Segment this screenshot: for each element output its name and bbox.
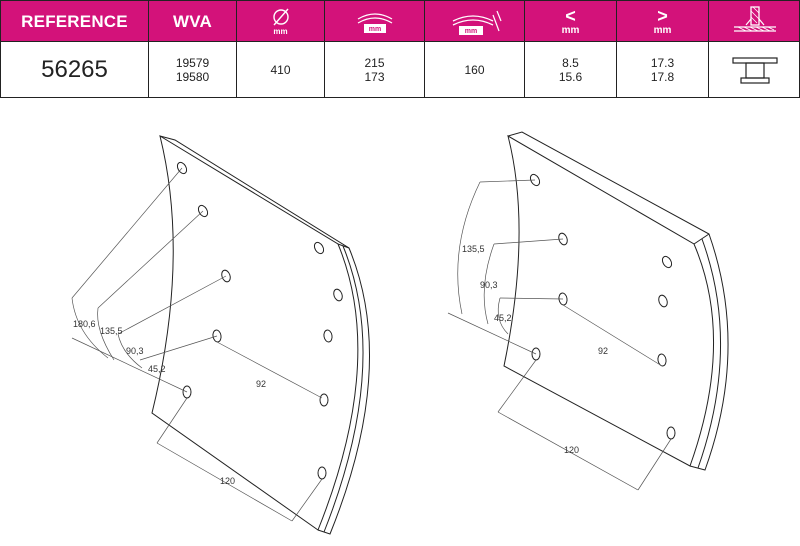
- table-header: REFERENCE WVA mm mm: [0, 0, 800, 43]
- table-row: 56265 19579 19580 410 215 173 160 8.5 15…: [0, 42, 800, 98]
- cell-width: 215 173: [325, 42, 425, 97]
- cell-wva: 19579 19580: [149, 42, 237, 97]
- right-dim-120: 120: [564, 445, 579, 455]
- max-unit: mm: [653, 25, 672, 36]
- min-value-1: 8.5: [562, 55, 579, 70]
- diameter-icon: [272, 8, 289, 26]
- cell-arc: 160: [425, 42, 525, 97]
- technical-drawing: 180,6 135,5 90,3 45,2 92 120 135,5 90,3 …: [71, 131, 729, 535]
- right-brake-lining-drawing: [447, 131, 729, 491]
- right-lining-edge-inner: [697, 238, 721, 469]
- rivet-type-icon: [732, 56, 778, 84]
- arc-length-icon: mm: [452, 10, 502, 35]
- greater-than-icon: >: [657, 6, 668, 26]
- header-arc: mm: [425, 1, 525, 43]
- left-lining-edge-inner: [323, 245, 364, 533]
- left-lining-face: [151, 134, 359, 531]
- diameter-unit: mm: [273, 27, 288, 36]
- left-dim-45-2: 45,2: [148, 364, 166, 374]
- max-value-2: 17.8: [650, 69, 675, 84]
- header-rivet: [709, 1, 800, 43]
- reference-value: 56265: [41, 55, 108, 83]
- width-unit: mm: [368, 26, 380, 33]
- right-rivet-holes: [529, 173, 676, 440]
- header-wva: WVA: [149, 1, 237, 43]
- cell-diameter: 410: [237, 42, 325, 97]
- right-dim-92: 92: [598, 346, 608, 356]
- left-dim-120: 120: [220, 476, 235, 486]
- right-dimension-lines: [447, 179, 672, 491]
- left-dim-135-5: 135,5: [100, 326, 123, 336]
- arc-value: 160: [464, 62, 485, 77]
- header-reference: REFERENCE: [1, 1, 149, 43]
- min-unit: mm: [561, 25, 580, 36]
- header-wva-label: WVA: [173, 12, 212, 31]
- max-value-1: 17.3: [650, 55, 675, 70]
- arc-unit: mm: [464, 28, 476, 35]
- less-than-icon: <: [565, 6, 576, 26]
- min-value-2: 15.6: [558, 69, 583, 84]
- right-dim-90-3: 90,3: [480, 280, 498, 290]
- left-dim-92: 92: [256, 379, 266, 389]
- header-reference-label: REFERENCE: [21, 12, 128, 31]
- cell-reference: 56265: [1, 42, 149, 97]
- left-rivet-holes: [176, 161, 343, 480]
- header-width: mm: [325, 1, 425, 43]
- cell-min-thickness: 8.5 15.6: [525, 42, 617, 97]
- wva-value-2: 19580: [175, 69, 210, 84]
- lining-width-icon: mm: [357, 13, 392, 33]
- left-lining-edge: [159, 135, 370, 535]
- left-dim-90-3: 90,3: [126, 346, 144, 356]
- wva-value-1: 19579: [175, 55, 210, 70]
- header-min-thickness: < mm: [525, 1, 617, 43]
- rivet-section-icon: [734, 6, 776, 32]
- left-dimension-lines: [71, 167, 323, 522]
- width-value-2: 173: [364, 69, 385, 84]
- header-max-thickness: > mm: [617, 1, 709, 43]
- right-dim-45-2: 45,2: [494, 313, 512, 323]
- right-lining-edge: [507, 131, 729, 471]
- width-value-1: 215: [364, 55, 385, 70]
- cell-rivet: [709, 42, 800, 97]
- cell-max-thickness: 17.3 17.8: [617, 42, 709, 97]
- diameter-value: 410: [270, 62, 291, 77]
- left-dim-180-6: 180,6: [73, 319, 96, 329]
- left-brake-lining-drawing: [71, 134, 370, 535]
- spec-table: REFERENCE WVA mm mm: [0, 0, 800, 98]
- header-diameter: mm: [237, 1, 325, 43]
- right-dim-135-5: 135,5: [462, 244, 485, 254]
